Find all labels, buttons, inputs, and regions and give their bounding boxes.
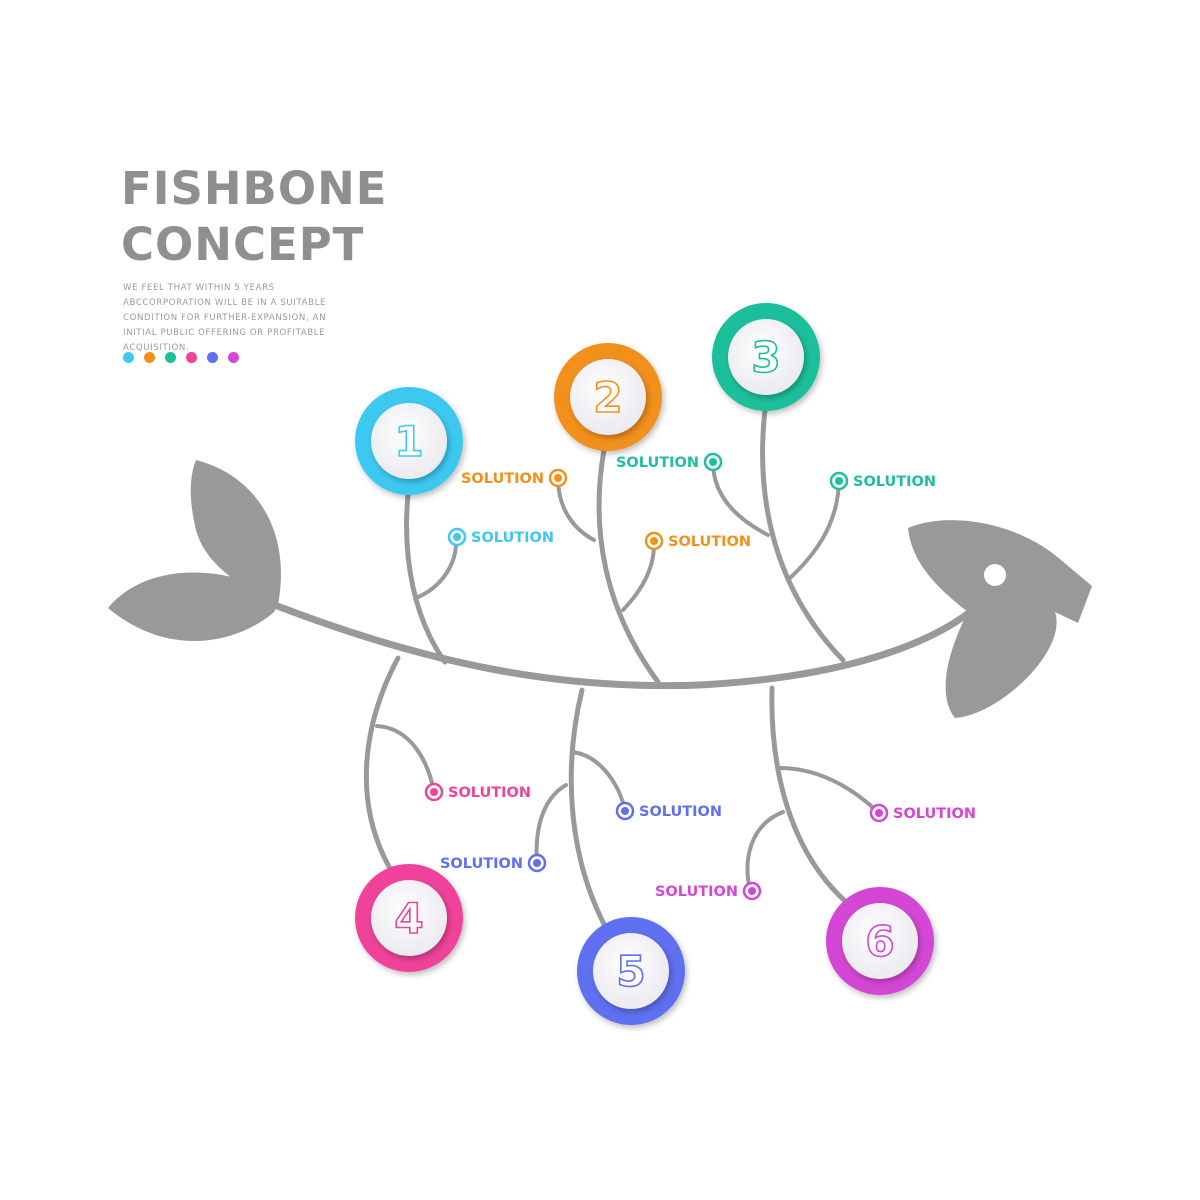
solution-item: SOLUTION bbox=[655, 881, 762, 901]
bone-6 bbox=[769, 685, 847, 903]
solution-label: SOLUTION bbox=[668, 534, 751, 550]
solution-marker-dot bbox=[430, 788, 438, 796]
solution-label: SOLUTION bbox=[655, 884, 738, 900]
node-number: 1 bbox=[394, 417, 423, 466]
sub-bone bbox=[788, 479, 841, 580]
node-5: 5 bbox=[577, 917, 685, 1025]
solution-marker-dot bbox=[835, 477, 843, 485]
sub-bone bbox=[414, 535, 459, 600]
numbered-nodes: 1 2 3 4 5 6 bbox=[355, 303, 934, 1025]
spine bbox=[268, 600, 974, 690]
sub-bone bbox=[621, 539, 657, 612]
sub-bone bbox=[711, 460, 770, 537]
color-dot bbox=[228, 352, 239, 363]
fish-tail bbox=[108, 460, 281, 641]
node-number: 6 bbox=[865, 917, 894, 966]
solution-item: SOLUTION bbox=[440, 853, 547, 873]
sub-bone bbox=[375, 724, 436, 794]
solution-marker-dot bbox=[453, 533, 461, 541]
solution-marker-dot bbox=[748, 887, 756, 895]
fish-head-shape bbox=[908, 520, 1092, 718]
bone-1 bbox=[404, 492, 448, 665]
sub-bone bbox=[556, 476, 596, 542]
solution-label: SOLUTION bbox=[471, 530, 554, 546]
solution-label: SOLUTION bbox=[893, 806, 976, 822]
solution-item: SOLUTION bbox=[616, 452, 723, 472]
solution-item: SOLUTION bbox=[461, 468, 568, 488]
solution-marker-dot bbox=[621, 807, 629, 815]
node-inner-circle bbox=[371, 403, 447, 479]
solution-marker-dot bbox=[554, 474, 562, 482]
node-inner-circle bbox=[728, 319, 804, 395]
color-dot bbox=[123, 352, 134, 363]
fish-bones bbox=[268, 407, 974, 931]
title-line-2: CONCEPT bbox=[121, 218, 365, 271]
solution-item: SOLUTION bbox=[869, 803, 976, 823]
description-text: WE FEEL THAT WITHIN 5 YEARS ABCCORPORATI… bbox=[123, 283, 327, 353]
node-4: 4 bbox=[355, 864, 463, 972]
node-2: 2 bbox=[554, 343, 662, 451]
node-number: 4 bbox=[394, 894, 423, 943]
sub-bone bbox=[570, 750, 627, 813]
solution-marker-dot bbox=[650, 537, 658, 545]
solution-label: SOLUTION bbox=[616, 455, 699, 471]
fish-head bbox=[908, 520, 1092, 718]
solution-item: SOLUTION bbox=[447, 527, 554, 547]
color-dot bbox=[207, 352, 218, 363]
solution-label: SOLUTION bbox=[461, 471, 544, 487]
node-1: 1 bbox=[355, 387, 463, 495]
node-inner-circle bbox=[570, 359, 646, 435]
tail-fin-lower bbox=[108, 572, 276, 641]
color-dot bbox=[144, 352, 155, 363]
bone-3 bbox=[760, 407, 846, 663]
node-number: 5 bbox=[616, 947, 645, 996]
bone-4 bbox=[363, 655, 401, 875]
title-line-1: FISHBONE bbox=[121, 162, 388, 215]
solution-marker-dot bbox=[533, 859, 541, 867]
bone-2 bbox=[596, 447, 661, 685]
node-inner-circle bbox=[842, 903, 918, 979]
color-dot bbox=[186, 352, 197, 363]
solution-labels: SOLUTION SOLUTION SOLUTION SOLUTION SOLUTION… bbox=[424, 452, 976, 901]
node-inner-circle bbox=[371, 880, 447, 956]
solution-marker-dot bbox=[875, 809, 883, 817]
node-number: 3 bbox=[751, 333, 780, 382]
node-6: 6 bbox=[826, 887, 934, 995]
sub-bone bbox=[745, 810, 785, 892]
solution-item: SOLUTION bbox=[615, 801, 722, 821]
color-dot bbox=[165, 352, 176, 363]
solution-item: SOLUTION bbox=[424, 782, 531, 802]
solution-label: SOLUTION bbox=[853, 474, 936, 490]
fish-eye bbox=[984, 564, 1006, 586]
solution-item: SOLUTION bbox=[829, 471, 936, 491]
solution-label: SOLUTION bbox=[448, 785, 531, 801]
solution-marker-dot bbox=[709, 458, 717, 466]
solution-label: SOLUTION bbox=[440, 856, 523, 872]
node-inner-circle bbox=[593, 933, 669, 1009]
color-dots bbox=[123, 352, 239, 363]
sub-bone bbox=[778, 766, 881, 815]
sub-bone bbox=[534, 783, 568, 864]
solution-item: SOLUTION bbox=[644, 531, 751, 551]
tail-fin-upper bbox=[190, 460, 281, 605]
bone-5 bbox=[568, 687, 609, 931]
node-number: 2 bbox=[593, 373, 622, 422]
solution-label: SOLUTION bbox=[639, 804, 722, 820]
node-3: 3 bbox=[712, 303, 820, 411]
